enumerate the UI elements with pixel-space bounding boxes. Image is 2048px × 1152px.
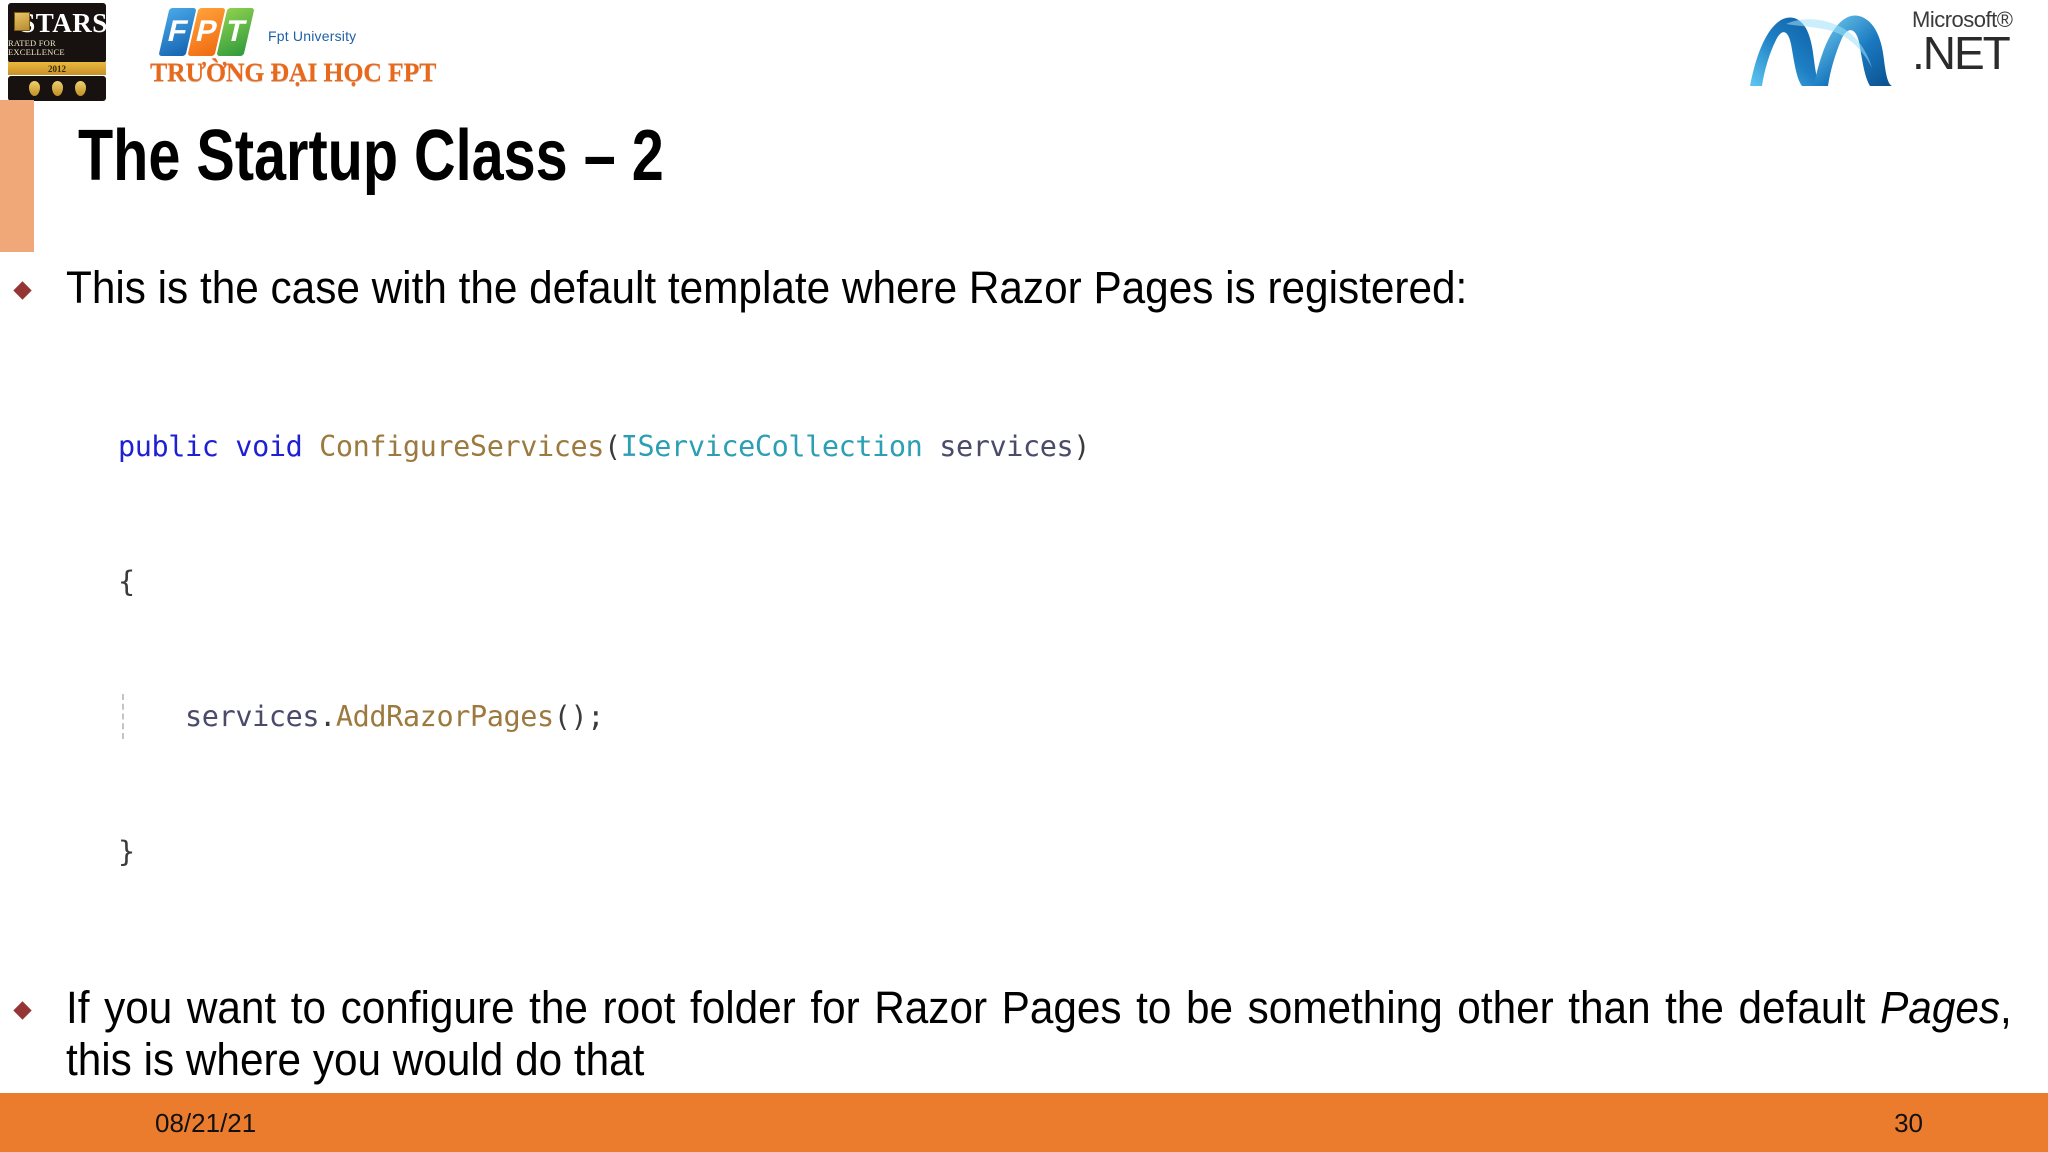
diamond-bullet-icon: [13, 281, 32, 300]
stars-logo-year: 2012: [8, 62, 106, 75]
stars-thumbnail-icon: [14, 12, 30, 31]
stars-excellence-logo: STARS RATED FOR EXCELLENCE 2012: [8, 3, 108, 101]
footer-date: 08/21/21: [155, 1108, 257, 1138]
diamond-bullet-icon: [13, 1001, 32, 1020]
fpt-university-label: Fpt University: [268, 28, 357, 44]
footer-page-number: 30: [1894, 1108, 1923, 1138]
title-accent-bar: [0, 100, 34, 252]
bullet-item-1: This is the case with the default templa…: [0, 262, 2048, 314]
slide-footer: 08/21/21 30: [0, 1093, 2048, 1152]
microsoft-label: Microsoft®: [1912, 7, 2013, 32]
bullet-2-lead: If you want to configure the root folder…: [66, 982, 1881, 1034]
net-label: .NET: [1912, 27, 2011, 79]
slide-body: This is the case with the default templa…: [0, 262, 2048, 1152]
bullet-2-tail: , this is where you would do that: [66, 982, 2012, 1086]
page-title: The Startup Class – 2: [78, 116, 664, 196]
dotnet-wordmark: Microsoft® .NET: [1912, 7, 2042, 79]
star-dot-icon: [51, 81, 63, 96]
code-block-1: public void ConfigureServices(IServiceCo…: [118, 334, 2048, 964]
stars-logo-top: STARS RATED FOR EXCELLENCE: [8, 3, 108, 63]
fpt-university-logo: F P T Fpt University TRƯỜNG ĐẠI HỌC FPT: [150, 6, 437, 100]
dotnet-swoosh-icon: [1750, 15, 1892, 86]
star-dot-icon: [28, 81, 40, 96]
fpt-mark-icon: F P T: [158, 8, 260, 58]
star-dot-icon: [74, 81, 86, 96]
dotnet-logo: Microsoft® .NET: [1742, 2, 2042, 98]
bullet-2-emphasis: Pages: [1880, 982, 2001, 1034]
stars-logo-tagline: RATED FOR EXCELLENCE: [8, 38, 65, 57]
slide-header: STARS RATED FOR EXCELLENCE 2012 F P T Fp…: [0, 0, 2048, 104]
code-line: public void ConfigureServices(IServiceCo…: [118, 430, 1091, 464]
bullet-text-1: This is the case with the default templa…: [66, 262, 1468, 313]
code-line: }: [118, 835, 135, 869]
code-line: services.AddRazorPages();: [118, 694, 2048, 740]
fpt-vietnamese-name: TRƯỜNG ĐẠI HỌC FPT: [150, 58, 437, 87]
stars-logo-word: STARS: [20, 8, 108, 38]
bullet-item-2: If you want to configure the root folder…: [0, 982, 2048, 1086]
bullet-text-2: If you want to configure the root folder…: [66, 982, 2012, 1086]
code-line: {: [118, 565, 135, 599]
stars-logo-dots: [8, 76, 106, 101]
